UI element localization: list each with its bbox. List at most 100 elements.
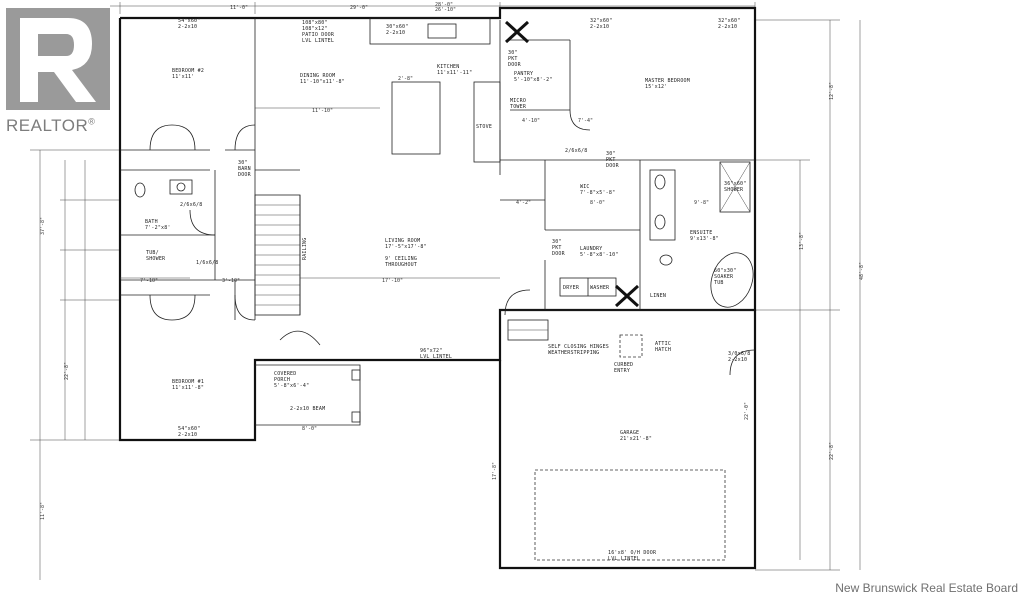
label-bath-size: 7'-2"x8' [145, 225, 171, 231]
label-laundry-name: LAUNDRY [580, 246, 602, 252]
dim-wic-w: 8'-0" [590, 200, 605, 206]
label-dining-size: 11'-10"x11'-8" [300, 79, 345, 85]
label-dryer: DRYER [563, 285, 580, 291]
label-garage-name: GARAGE [620, 430, 639, 436]
label-living-win-2: LVL LINTEL [420, 354, 452, 360]
label-win-b1-1: 54"x60" [178, 426, 200, 432]
label-door-2x10: 2-2x10 [728, 357, 747, 363]
label-barn-2: BARN [238, 166, 251, 172]
label-pet-2: PKT [508, 56, 518, 62]
label-soaker-1: 60"x30" [714, 268, 736, 274]
label-garage-size: 21'x21'-8" [620, 436, 652, 442]
label-beam: 2-2x10 BEAM [290, 406, 325, 412]
label-porch-2: PORCH [274, 377, 290, 383]
label-linen: LINEN [650, 293, 666, 299]
label-kitchen-win-2: 2-2x10 [386, 30, 405, 36]
label-wic-name: WIC [580, 184, 590, 190]
label-bedroom2-size: 11'x11' [172, 74, 194, 80]
label-attic-2: HATCH [655, 347, 671, 353]
label-self-closing-1: SELF CLOSING HINGES [548, 344, 609, 350]
dim-pantry-w2: 7'-4" [578, 118, 593, 124]
door-swings [149, 109, 756, 376]
label-pet-1: 30" [508, 50, 518, 56]
dim-left-main: 37'-8" [40, 217, 46, 235]
watermark-text: New Brunswick Real Estate Board [835, 581, 1018, 595]
label-door-148: 1/6x6/8 [196, 260, 218, 266]
label-porch-3: 5'-8"x6'-4" [274, 383, 309, 389]
label-porch-1: COVERED [274, 371, 296, 377]
label-patio-4: LVL LINTEL [302, 38, 334, 44]
label-shower: SHOWER [146, 256, 166, 262]
left-dimension-lines: 37'-8" 11'-8" 22'-8" [30, 149, 120, 580]
label-patio-1: 108"x80" [302, 20, 328, 26]
label-ensuite-name: ENSUITE [690, 230, 712, 236]
dim-hall-w: 3'-10" [222, 278, 240, 284]
bathroom-fixtures [134, 161, 754, 308]
dim-left-lower: 11'-8" [40, 502, 46, 520]
dim-garage-right: 22'-0" [744, 402, 750, 420]
label-stove: STOVE [476, 124, 492, 130]
label-pet2-1: 30" [606, 151, 616, 157]
label-barn-1: 30" [238, 160, 248, 166]
right-dimension-lines: 12'-8" 13'-8" 48'-8" 22'-8" [755, 19, 865, 571]
label-patio-3: PATIO DOOR [302, 32, 335, 38]
dim-left-22: 22'-8" [64, 362, 70, 380]
dim-porch-w: 8'-0" [302, 426, 317, 432]
dim-top-right: 28'-0" [435, 2, 453, 8]
label-bedroom1-size: 11'x11'-8" [172, 385, 204, 391]
dim-garage-left: 17'-8" [492, 462, 498, 480]
label-master-win-1: 32"x60" [590, 18, 612, 24]
label-pet3-1: 30" [552, 239, 562, 245]
label-shower-1: 36"x60" [724, 181, 746, 187]
label-dining-name: DINING ROOM [300, 73, 335, 79]
label-washer: WASHER [590, 285, 610, 291]
label-pantry-size: 5'-10"x8'-2" [514, 77, 553, 83]
label-ensuite-size: 9'x13'-8" [690, 236, 719, 242]
garage-door-outline [534, 469, 726, 561]
label-master-name: MASTER BEDROOM [645, 78, 690, 84]
label-pantry-name: PANTRY [514, 71, 533, 77]
label-bath-name: BATH [145, 219, 158, 225]
label-win-b2-2: 2-2x10 [178, 24, 197, 30]
dim-top-right2: 26'-10" [435, 7, 456, 13]
dim-living-w: 17'-10" [382, 278, 403, 284]
label-win-b2-1: 54"x60" [178, 18, 200, 24]
dim-dining-w: 11'-10" [312, 108, 333, 114]
label-kitchen-size: 11'x11'-11" [437, 70, 472, 76]
label-curbed-2: ENTRY [614, 368, 630, 374]
label-laundry-size: 5'-8"x8'-10" [580, 252, 619, 258]
annotation-labels: 54"x60" 2-2x10 54"x60" 2-2x10 108"x80" 1… [178, 18, 750, 562]
label-micro-1: MICRO [510, 98, 526, 104]
label-living-name: LIVING ROOM [385, 238, 420, 244]
label-living-win-1: 96"x72" [420, 348, 442, 354]
covered-porch [255, 364, 361, 426]
dim-top-mid: 29'-0" [350, 5, 368, 11]
dim-right-main: 48'-8" [859, 262, 865, 280]
label-master-win-2: 2-2x10 [590, 24, 609, 30]
label-attic-1: ATTIC [655, 341, 671, 347]
staircase: RAILING [254, 194, 308, 316]
label-living-throughout: THROUGHOUT [385, 262, 417, 268]
label-living-size: 17'-5"x17'-8" [385, 244, 427, 250]
label-soaker-2: SOAKER [714, 274, 734, 280]
label-pet2-2: PKT [606, 157, 616, 163]
label-garage-door-1: 16'x8' O/H DOOR [608, 550, 657, 556]
dim-top-left: 11'-0" [230, 5, 248, 11]
realtor-logo-text: REALTOR® [6, 116, 96, 135]
label-shower-2: SHOWER [724, 187, 744, 193]
label-door-268: 2/6x6/8 [565, 148, 587, 154]
room-labels: BEDROOM #2 11'x11' BEDROOM #1 11'x11'-8"… [145, 64, 719, 442]
dim-right-mid: 13'-8" [799, 232, 805, 250]
label-master-size: 15'x12' [645, 84, 667, 90]
label-master-win2-1: 32"x60" [718, 18, 740, 24]
realtor-logo-mark [6, 8, 110, 110]
label-bedroom2-name: BEDROOM #2 [172, 68, 204, 74]
label-patio-2: 108"x12" [302, 26, 328, 32]
x-marks [504, 20, 640, 308]
label-door-sds: 3/0x6/8 [728, 351, 750, 357]
label-master-win2-2: 2-2x10 [718, 24, 737, 30]
label-soaker-3: TUB [714, 280, 724, 286]
dim-kitchen-w: 2'-8" [398, 76, 413, 82]
exterior-walls [118, 6, 757, 570]
